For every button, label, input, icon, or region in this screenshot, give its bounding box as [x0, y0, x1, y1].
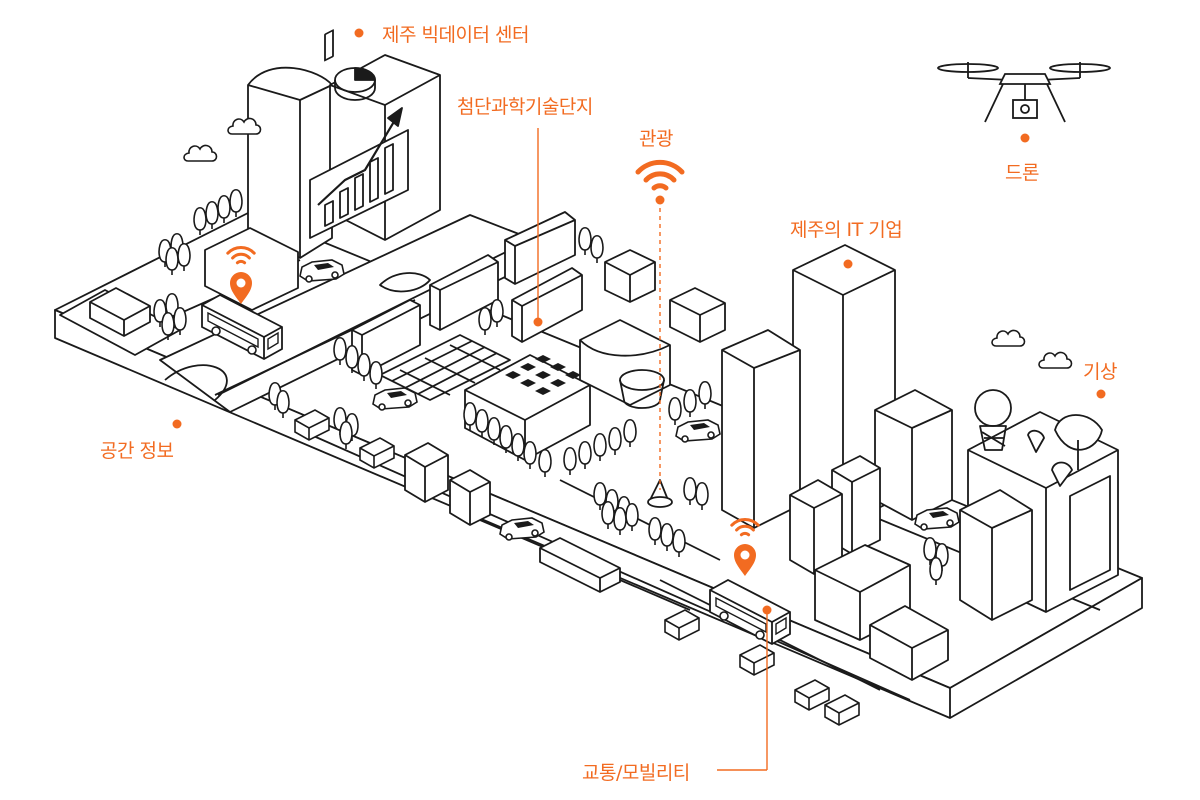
weather-radar-icon: [974, 389, 1012, 451]
leader-lines: [537, 128, 768, 771]
label-it-companies: 제주의 IT 기업: [790, 219, 903, 241]
bar-chart-icon: [309, 29, 409, 239]
satellite-dish-icon: [1027, 414, 1103, 487]
label-science-complex: 첨단과학기술단지: [457, 96, 593, 118]
label-bigdata-center: 제주 빅데이터 센터: [382, 24, 529, 46]
label-spatial-info: 공간 정보: [100, 440, 174, 462]
label-weather: 기상: [1083, 361, 1117, 383]
pie-chart-icon: [334, 67, 376, 101]
label-drone: 드론: [1005, 162, 1039, 184]
label-transport: 교통/모빌리티: [582, 762, 690, 784]
label-tourism: 관광: [639, 128, 673, 150]
wifi-signal-icon: [638, 162, 682, 188]
drone-icon: [937, 62, 1111, 123]
